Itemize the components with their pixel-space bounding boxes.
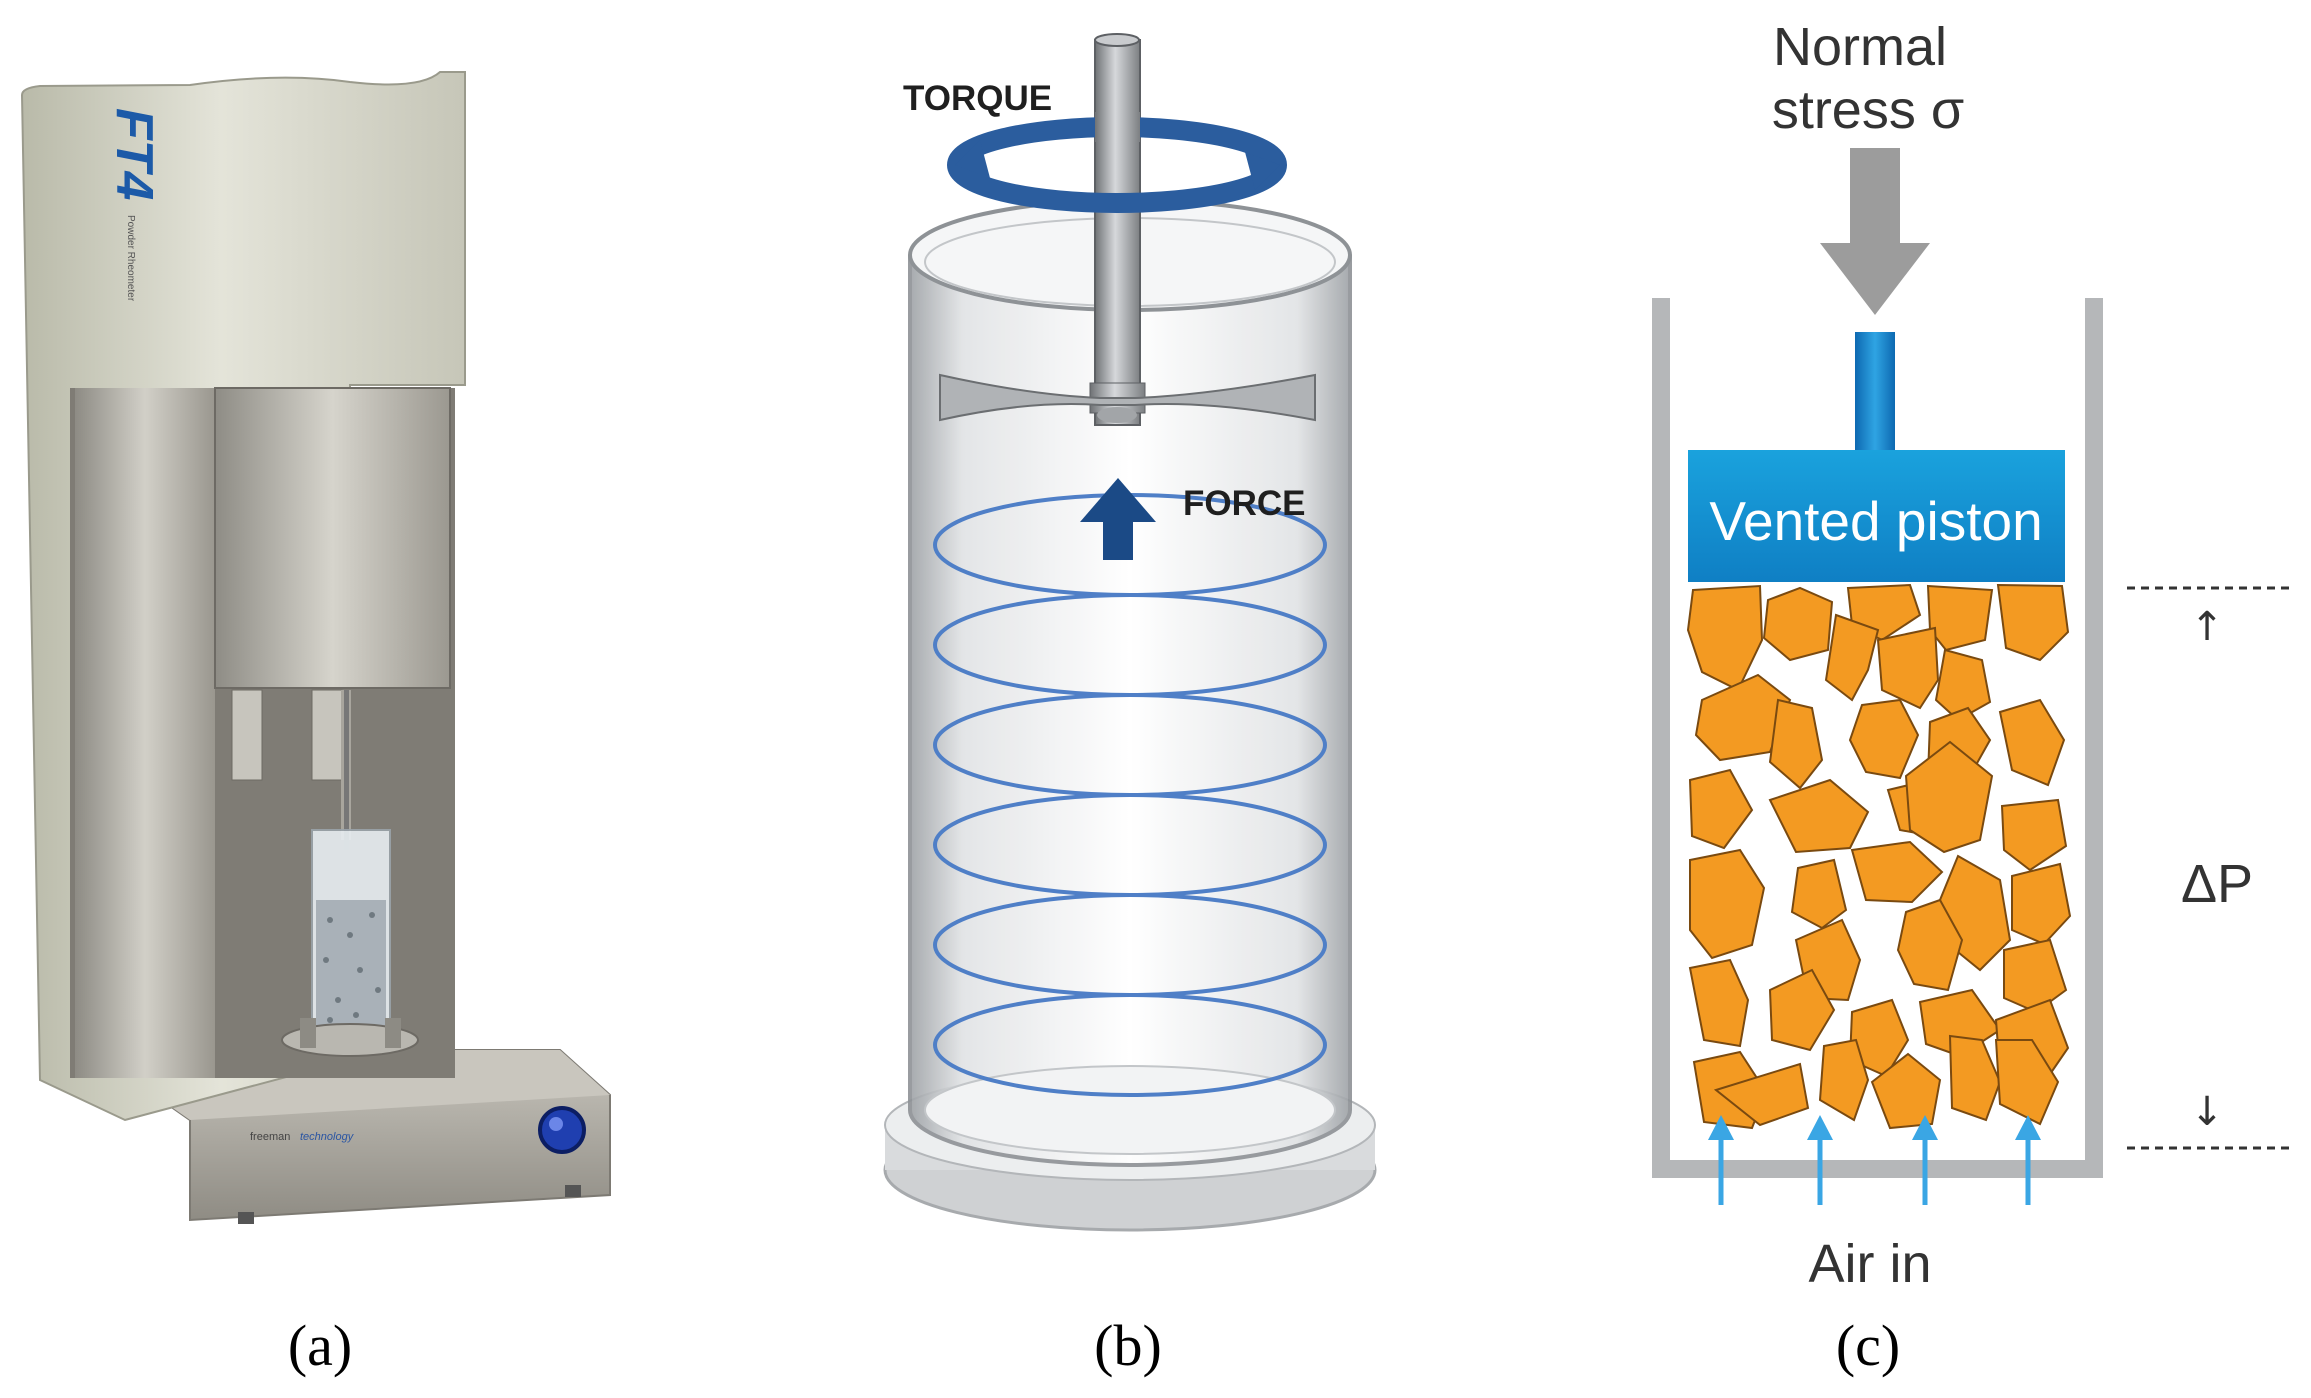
delta-p-label: ΔP <box>2181 854 2253 914</box>
container-walls <box>1652 298 2103 1178</box>
vented-piston-label: Vented piston <box>1709 490 2042 552</box>
power-button <box>538 1106 586 1154</box>
torque-arrow <box>947 112 1287 213</box>
blade <box>939 373 1316 422</box>
air-in-arrows <box>1708 1115 2041 1205</box>
normal-stress-label-line1: Normal <box>1773 17 1947 77</box>
air-in-label: Air in <box>1808 1234 1931 1294</box>
normal-stress-label-line2: stress σ <box>1772 80 1964 140</box>
helix-path <box>933 493 1327 1097</box>
panel-a-instrument: FT4 Powder Rheometer freeman technology <box>20 71 611 1224</box>
caption-c: (c) <box>1836 1313 1900 1378</box>
blade-shaft <box>1094 39 1141 426</box>
ft4-logo: FT4 <box>105 108 163 201</box>
powder-particles <box>1686 583 2072 1130</box>
down-arrow-glyph: ↓ <box>2190 1089 2224 1135</box>
caption-b: (b) <box>1094 1313 1162 1378</box>
piston-rod <box>1855 332 1895 450</box>
base-label-freeman: freeman <box>250 1131 290 1143</box>
vented-piston <box>1688 450 2065 582</box>
force-label: FORCE <box>1183 484 1306 523</box>
glass-cylinder <box>908 255 1352 1167</box>
base-label-technology: technology <box>300 1131 355 1143</box>
ft4-subtitle: Powder Rheometer <box>125 215 136 302</box>
caption-a: (a) <box>288 1313 352 1378</box>
torque-label: TORQUE <box>903 79 1052 118</box>
normal-stress-arrow <box>1820 148 1930 315</box>
panel-b-schematic: TORQUE FORCE <box>883 33 1377 1232</box>
up-arrow-glyph: ↑ <box>2190 604 2224 650</box>
force-arrow <box>1080 478 1156 560</box>
panel-c-schematic: Normal stress σ Vented piston <box>1652 17 2295 1294</box>
